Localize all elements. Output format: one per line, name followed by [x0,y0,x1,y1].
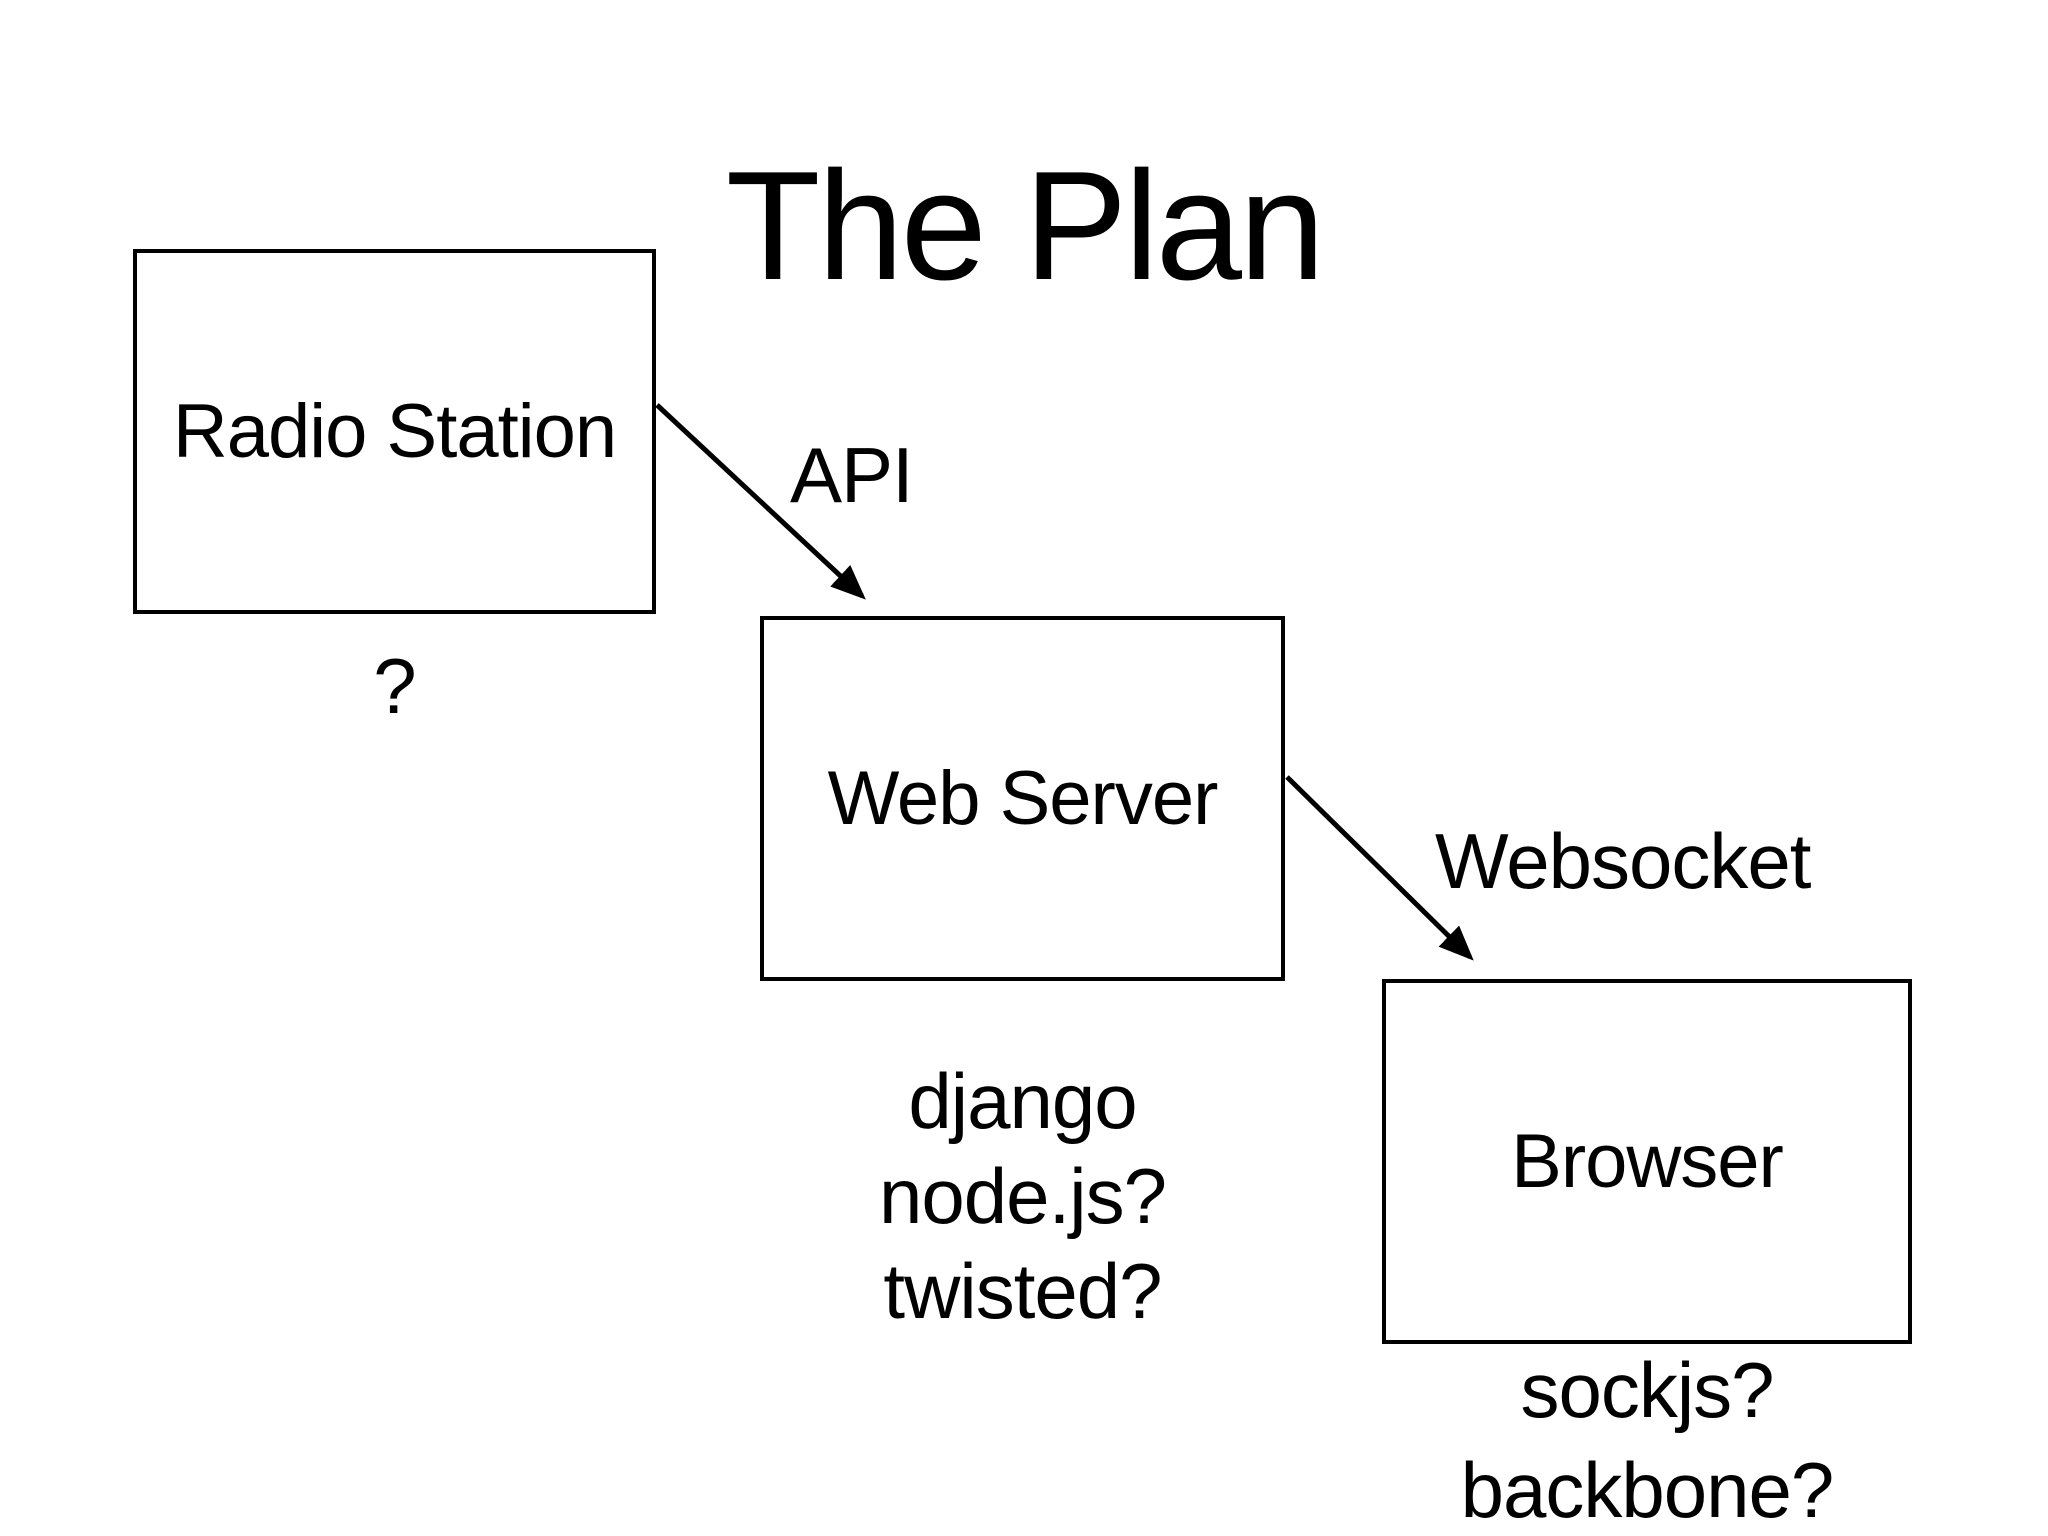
slide-title: The Plan [725,139,1325,312]
annotation-line: twisted? [883,1247,1162,1335]
browser-label: Browser [1511,1118,1784,1204]
radio-station-annotation: ? [133,647,656,725]
radio-station-label: Radio Station [172,388,617,474]
annotation-line: django [908,1057,1137,1145]
annotation-line: sockjs? [1520,1346,1774,1434]
websocket-arrow [1285,775,1474,961]
annotation-line: node.js? [879,1152,1167,1240]
api-arrow [655,403,866,600]
radio-station-box: Radio Station [133,249,656,614]
annotation-line: ? [373,642,416,730]
websocket-arrow-label: Websocket [1435,817,1811,905]
web-server-box: Web Server [760,616,1285,981]
web-server-annotation: django node.js? twisted? [760,1054,1285,1339]
annotation-line: backbone? [1460,1446,1835,1534]
web-server-label: Web Server [827,755,1219,841]
browser-annotation: sockjs? backbone? [1382,1340,1912,1536]
browser-box: Browser [1382,979,1912,1344]
api-arrow-label: API [790,431,914,519]
